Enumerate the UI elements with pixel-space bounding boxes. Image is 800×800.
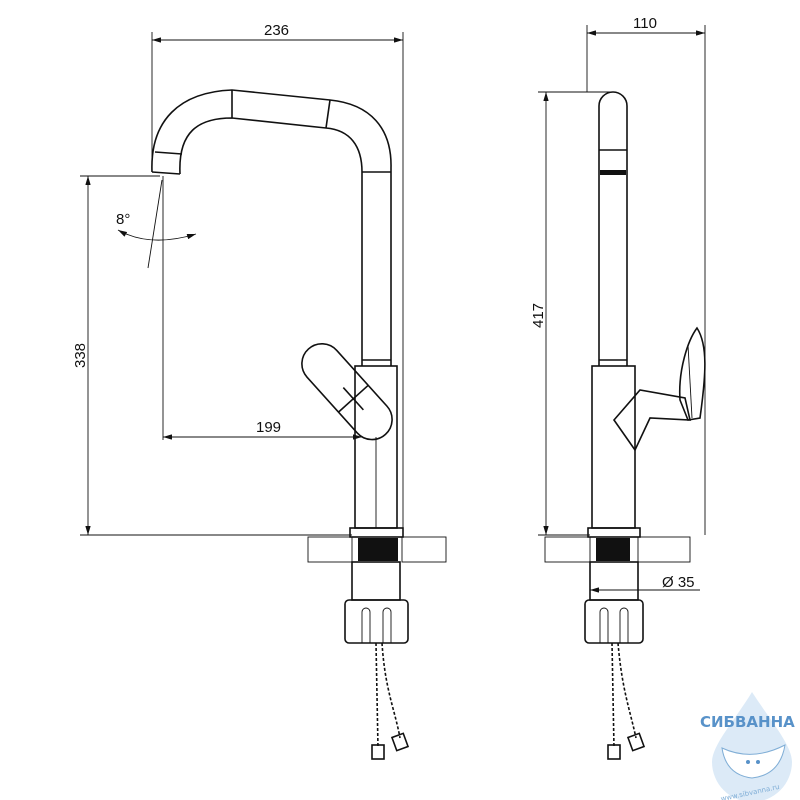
dimension-height-338: 338 (72, 175, 352, 536)
dim-label-338: 338 (72, 343, 89, 368)
bathtub-icon (721, 744, 786, 779)
dimension-width-236: 236 (151, 22, 404, 530)
water-drop-icon (712, 692, 792, 800)
side-body (591, 365, 636, 529)
supply-hoses (371, 642, 410, 760)
side-handle-lever (612, 326, 706, 452)
dimension-angle-8: 8° (116, 179, 197, 269)
side-view: 110 417 (530, 15, 706, 760)
watermark-brand: СИБВАННА (700, 713, 795, 731)
dimension-depth-110: 110 (586, 15, 706, 535)
front-view: 236 338 199 8° (72, 22, 447, 760)
dim-label-417: 417 (530, 303, 547, 328)
side-mounting-assembly: Ø 35 (544, 527, 700, 644)
side-spout (598, 91, 628, 366)
spout (151, 89, 392, 366)
dim-label-236: 236 (264, 22, 289, 39)
watermark-logo: СИБВАННА www.sibvanna.ru (700, 692, 795, 800)
side-supply-hoses (607, 642, 646, 760)
dim-label-199: 199 (256, 419, 281, 436)
dimension-height-417: 417 (530, 91, 612, 536)
dim-label-diameter-35: Ø 35 (662, 574, 695, 591)
mounting-assembly (307, 527, 447, 644)
dimension-reach-199: 199 (162, 176, 362, 440)
faucet-body (354, 365, 398, 529)
dim-label-110: 110 (633, 15, 657, 32)
handle-lever (301, 342, 393, 441)
dim-label-angle: 8° (116, 211, 130, 228)
